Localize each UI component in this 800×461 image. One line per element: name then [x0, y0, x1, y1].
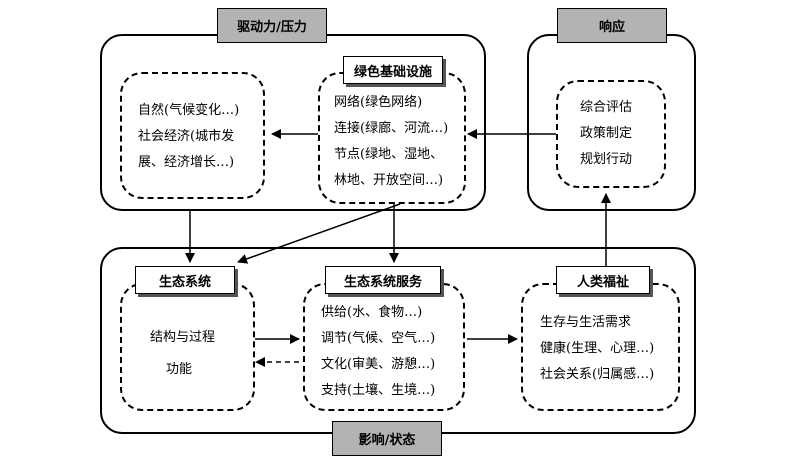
response-box [556, 80, 666, 188]
natural-social-line: 展、经济增长…) [138, 155, 235, 170]
response-text: 综合评估 政策制定 规划行动 [580, 95, 632, 173]
human-wellbeing-title: 人类福祉 [556, 266, 650, 294]
natural-social-box [120, 72, 265, 199]
response-line: 综合评估 [580, 100, 633, 115]
green-infra-line: 连接(绿廊、河流…) [334, 121, 449, 136]
green-infra-line: 林地、开放空间…) [334, 173, 444, 188]
services-line: 文化(审美、游憩…) [321, 357, 436, 372]
impact-state-title: 影响/状态 [332, 421, 442, 456]
natural-social-text: 自然(气候变化…) 社会经济(城市发 展、经济增长…) [138, 98, 239, 176]
ecosystem-line: 结构与过程 [150, 330, 216, 345]
green-infra-line: 网络(绿色网络) [334, 95, 423, 110]
services-line: 调节(气候、空气…) [321, 331, 436, 346]
ecosystem-title: 生态系统 [135, 266, 235, 294]
ecosystem-services-text: 供给(水、食物…) 调节(气候、空气…) 文化(审美、游憩…) 支持(土壤、生境… [321, 300, 435, 404]
response-title: 响应 [557, 8, 667, 43]
natural-social-line: 自然(气候变化…) [138, 103, 240, 118]
natural-social-line: 社会经济(城市发 [138, 129, 235, 144]
wellbeing-line: 生存与生活需求 [540, 315, 632, 330]
ecosystem-services-title: 生态系统服务 [325, 266, 441, 294]
services-line: 供给(水、食物…) [321, 305, 423, 320]
ecosystem-text: 结构与过程 功能 [150, 322, 215, 386]
human-wellbeing-text: 生存与生活需求 健康(生理、心理…) 社会关系(归属感…) [540, 310, 654, 388]
response-line: 规划行动 [580, 152, 633, 167]
arrow-infra-to-ecosystem [237, 203, 401, 264]
ecosystem-line: 功能 [166, 362, 193, 377]
wellbeing-line: 健康(生理、心理…) [540, 341, 655, 356]
green-infra-line: 节点(绿地、湿地、 [334, 147, 444, 162]
drivers-pressure-title: 驱动力/压力 [217, 8, 327, 43]
green-infra-text: 网络(绿色网络) 连接(绿廊、河流…) 节点(绿地、湿地、 林地、开放空间…) [334, 90, 448, 194]
wellbeing-line: 社会关系(归属感…) [540, 367, 655, 382]
green-infra-title: 绿色基础设施 [343, 56, 443, 84]
services-line: 支持(土壤、生境…) [321, 383, 436, 398]
response-line: 政策制定 [580, 126, 633, 141]
